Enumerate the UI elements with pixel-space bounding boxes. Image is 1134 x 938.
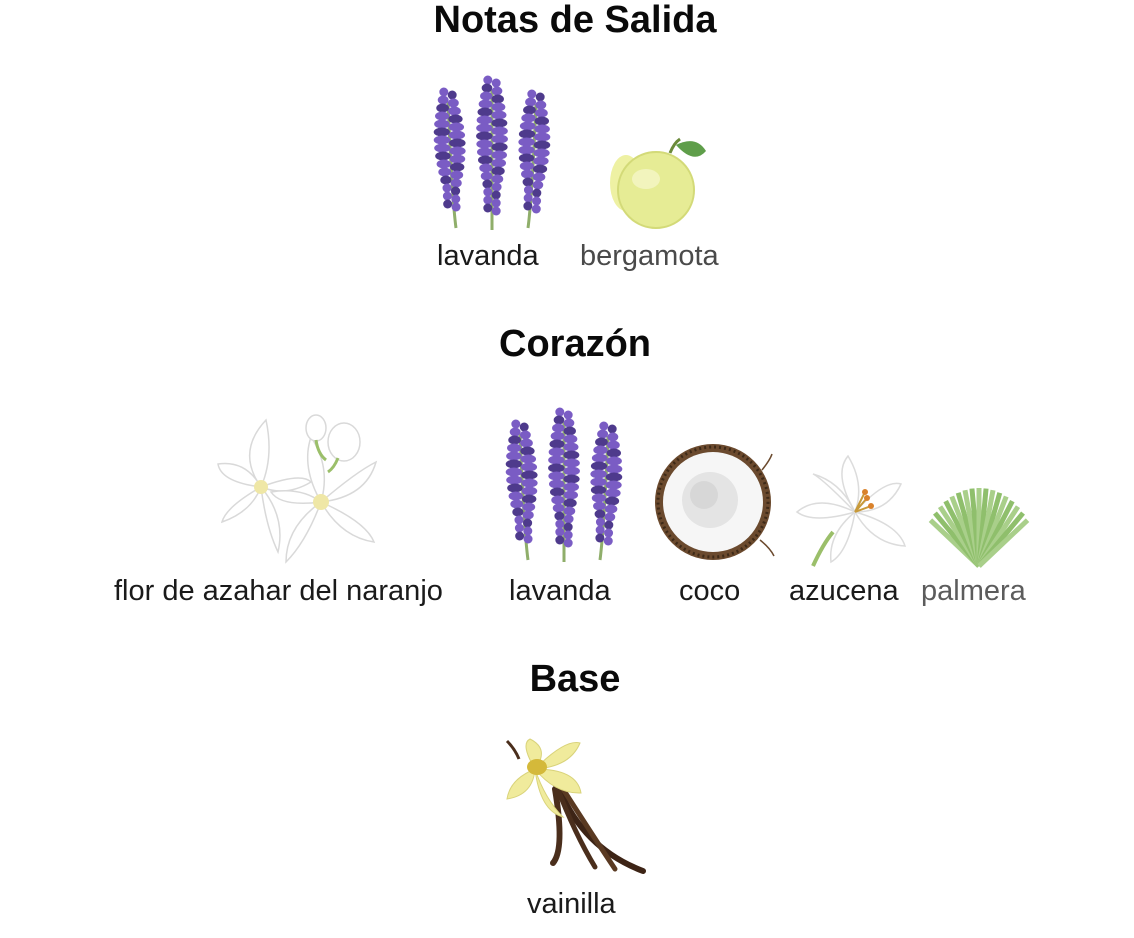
note-orange-blossom[interactable]: flor de azahar del naranjo <box>114 412 484 612</box>
note-lavender-top[interactable]: lavanda <box>420 75 570 280</box>
note-bergamot[interactable]: bergamota <box>578 135 738 280</box>
note-lily[interactable]: azucena <box>785 454 915 612</box>
note-label: coco <box>679 575 741 607</box>
orange-blossom-icon <box>216 412 381 567</box>
note-vanilla[interactable]: vainilla <box>505 738 650 929</box>
note-coconut[interactable]: coco <box>650 440 775 612</box>
note-palm[interactable]: palmera <box>920 486 1045 612</box>
lavender-icon <box>492 407 637 564</box>
note-label: azucena <box>789 575 899 607</box>
section-title-heart-notes: Corazón <box>499 323 651 365</box>
top-notes-section: Notas de Salida lavanda bergamota <box>0 0 1134 300</box>
base-notes-section: Base vainilla <box>0 655 1134 938</box>
note-label: flor de azahar del naranjo <box>114 575 443 607</box>
coconut-icon <box>652 440 775 562</box>
lavender-icon <box>420 75 565 232</box>
lily-icon <box>793 454 908 567</box>
section-title-base-notes: Base <box>529 658 621 700</box>
note-label: lavanda <box>509 575 611 607</box>
palm-leaf-icon <box>928 486 1030 568</box>
section-title-top-notes: Notas de Salida <box>433 0 717 41</box>
note-lavender-heart[interactable]: lavanda <box>492 407 642 612</box>
note-label: vainilla <box>527 888 616 920</box>
vanilla-icon <box>505 738 650 879</box>
note-label: lavanda <box>437 240 539 272</box>
note-label: bergamota <box>580 240 719 272</box>
heart-notes-section: Corazón <box>0 320 1134 630</box>
bergamot-icon <box>608 135 708 235</box>
note-label: palmera <box>921 575 1026 607</box>
